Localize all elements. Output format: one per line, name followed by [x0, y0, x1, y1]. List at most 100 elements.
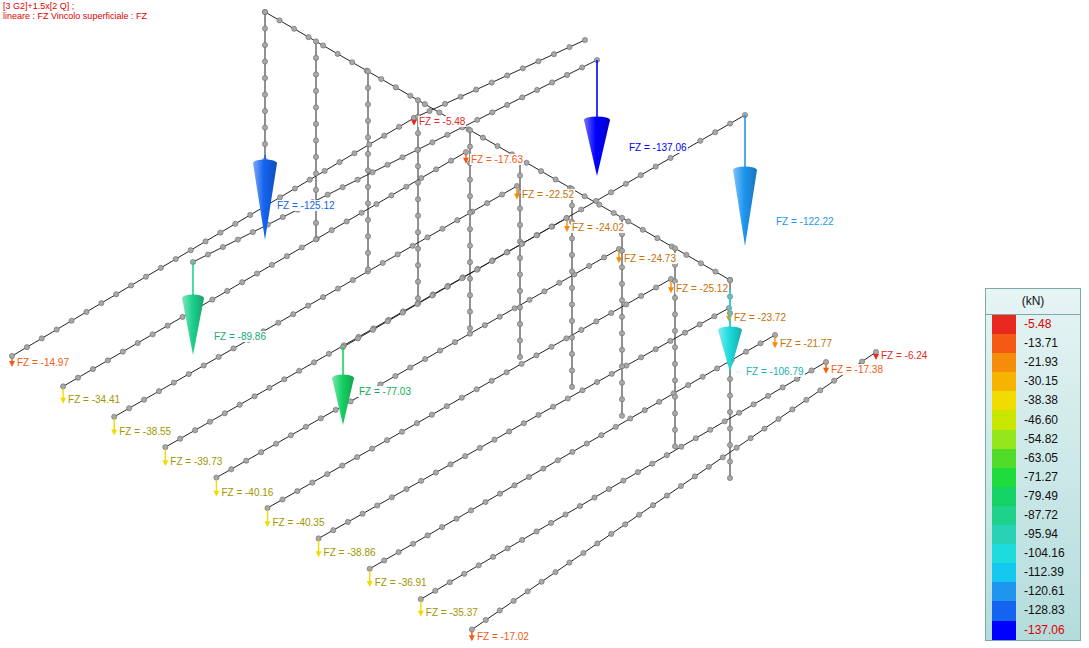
- mesh-node: [642, 408, 647, 413]
- mesh-node: [335, 286, 340, 291]
- mesh-node: [480, 135, 485, 140]
- mesh-node: [395, 252, 400, 257]
- legend-swatch: [992, 487, 1016, 506]
- mesh-node: [235, 237, 240, 242]
- mesh-node: [609, 310, 614, 315]
- mesh-node: [672, 328, 677, 333]
- legend-swatch: [992, 525, 1016, 544]
- legend-row: -54.82: [986, 430, 1080, 449]
- mesh-node: [430, 140, 435, 145]
- mesh-node: [672, 295, 677, 300]
- mesh-node: [526, 474, 531, 479]
- mesh-node: [344, 219, 349, 224]
- mesh-node: [404, 486, 409, 491]
- reaction-value: FZ = -38.86: [323, 547, 377, 558]
- mesh-node: [313, 88, 318, 93]
- mesh-node: [433, 470, 438, 475]
- mesh-node: [507, 429, 512, 434]
- reaction-value: FZ = -137.06: [628, 142, 688, 153]
- arrow-head: [873, 354, 879, 360]
- mesh-node: [467, 276, 472, 281]
- legend-panel: (kN)-5.48-13.71-21.93-30.15-38.38-46.60-…: [985, 288, 1081, 641]
- cone-cap: [182, 295, 204, 302]
- load-combination: lineare : FZ Vincolo superficiale : FZ: [3, 11, 147, 21]
- mesh-node: [313, 138, 318, 143]
- mesh-node: [188, 248, 193, 253]
- mesh-node: [517, 222, 522, 227]
- mesh-node: [262, 92, 267, 97]
- mesh-node: [525, 589, 530, 594]
- legend-row: -46.60: [986, 410, 1080, 429]
- mesh-node: [536, 412, 541, 417]
- mesh-node: [171, 380, 176, 385]
- mesh-node: [355, 177, 360, 182]
- mesh-node: [265, 505, 270, 510]
- mesh-node: [521, 421, 526, 426]
- mesh-node: [517, 321, 522, 326]
- mesh-node: [150, 332, 155, 337]
- mesh-node: [210, 297, 215, 302]
- mesh-node: [720, 455, 725, 460]
- reaction-value: FZ = -24.02: [571, 222, 625, 233]
- mesh-node: [75, 375, 80, 380]
- mesh-node: [650, 503, 655, 508]
- beam-line: [165, 218, 567, 447]
- mesh-node: [367, 142, 372, 147]
- mesh-node: [469, 627, 474, 632]
- legend-row: -30.15: [986, 372, 1080, 391]
- reaction-cone: [718, 290, 742, 372]
- cone-stem: [596, 60, 598, 120]
- mesh-node: [112, 414, 117, 419]
- mesh-node: [619, 331, 624, 336]
- mesh-node: [165, 323, 170, 328]
- mesh-node: [686, 383, 691, 388]
- mesh-node: [355, 336, 360, 341]
- mesh-node: [229, 467, 234, 472]
- mesh-node: [727, 426, 732, 431]
- mesh-node: [385, 162, 390, 167]
- reaction-value: FZ = -17.02: [476, 631, 530, 642]
- mesh-node: [727, 376, 732, 381]
- mesh-node: [458, 94, 463, 99]
- mesh-node: [483, 617, 488, 622]
- legend-swatch: [992, 621, 1016, 640]
- mesh-node: [379, 76, 384, 81]
- mesh-node: [565, 396, 570, 401]
- arrow-head: [111, 430, 117, 436]
- mesh-node: [350, 277, 355, 282]
- mesh-node: [467, 260, 472, 265]
- mesh-node: [326, 351, 331, 356]
- legend-value: -5.48: [1024, 318, 1051, 331]
- mesh-node: [635, 470, 640, 475]
- mesh-node: [360, 511, 365, 516]
- mesh-node: [564, 215, 569, 220]
- mesh-node: [141, 397, 146, 402]
- mesh-node: [262, 125, 267, 130]
- legend-swatch: [992, 353, 1016, 372]
- mesh-node: [519, 361, 524, 366]
- legend-value: -63.05: [1024, 452, 1058, 465]
- mesh-node: [517, 354, 522, 359]
- mesh-node: [595, 541, 600, 546]
- mesh-node: [551, 404, 556, 409]
- mesh-node: [325, 471, 330, 476]
- beam-line: [12, 118, 414, 356]
- mesh-node: [517, 173, 522, 178]
- mesh-node: [462, 571, 467, 576]
- mesh-node: [291, 26, 296, 31]
- mesh-node: [517, 288, 522, 293]
- mesh-node: [313, 171, 318, 176]
- mesh-node: [365, 118, 370, 123]
- mesh-node: [619, 413, 624, 418]
- cone-cap: [718, 327, 742, 334]
- arrow-head: [469, 635, 475, 641]
- mesh-node: [192, 428, 197, 433]
- reaction-value: FZ = -25.12: [675, 283, 729, 294]
- mesh-node: [519, 241, 524, 246]
- mesh-node: [365, 234, 370, 239]
- mesh-node: [650, 461, 655, 466]
- mesh-node: [404, 184, 409, 189]
- mesh-node: [267, 385, 272, 390]
- mesh-node: [619, 298, 624, 303]
